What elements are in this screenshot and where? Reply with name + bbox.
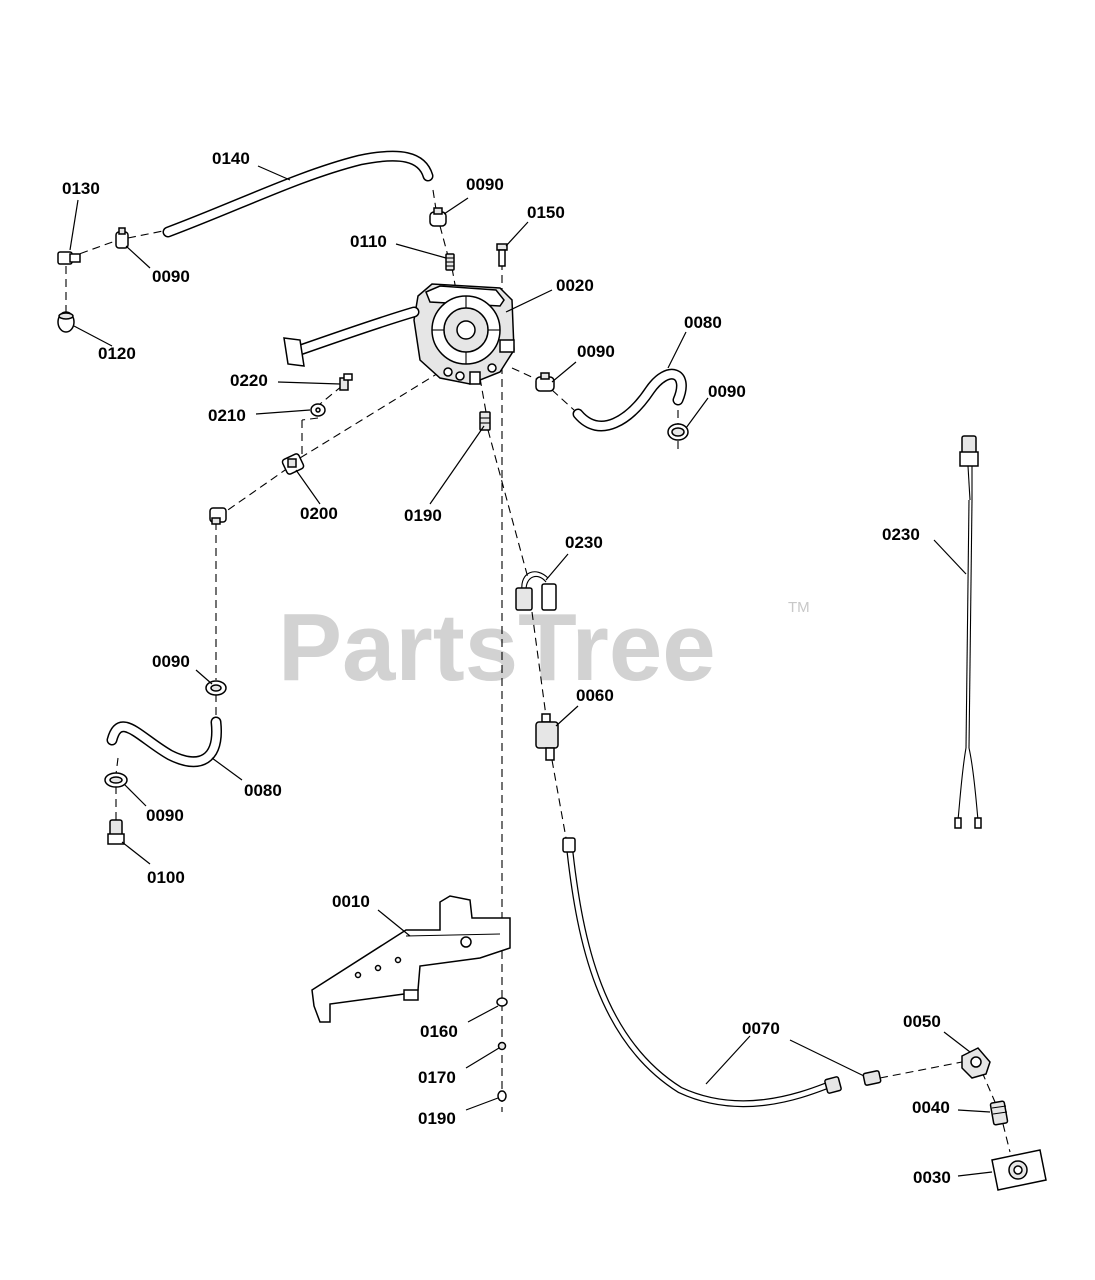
cap-0120: [57, 311, 75, 333]
fuel-hose-0070: [562, 837, 842, 1108]
mounting-bracket-0010: [311, 895, 511, 1023]
elbow-fitting-0130: [57, 251, 81, 265]
wire-harness-0230-b: [954, 435, 982, 829]
watermark-trademark: TM: [788, 599, 810, 616]
label-0040: 0040: [912, 1098, 950, 1117]
fuel-filter-0060: [535, 713, 559, 761]
elbow-fitting-0050: [961, 1047, 991, 1079]
regulator-0020: [413, 283, 515, 385]
label-0140: 0140: [212, 149, 250, 168]
hose-clamp-0090-b: [429, 207, 447, 227]
hose-clamp-0090-f: [104, 772, 128, 788]
label-0170: 0170: [418, 1068, 456, 1087]
assembly-lines: [65, 189, 1011, 1153]
label-0220: 0220: [230, 371, 268, 390]
label-0080-b: 0080: [244, 781, 282, 800]
hose-clamp-0090-a: [115, 227, 129, 249]
label-0030: 0030: [913, 1168, 951, 1187]
label-0090-b: 0090: [466, 175, 504, 194]
lockwasher-0170: [497, 1041, 507, 1051]
nut-0210: [310, 403, 326, 417]
fitting-0100: [107, 819, 125, 845]
label-0230-b: 0230: [882, 525, 920, 544]
label-0090-f: 0090: [146, 806, 184, 825]
label-0190-b: 0190: [418, 1109, 456, 1128]
label-0150: 0150: [527, 203, 565, 222]
leader-lines: [69, 165, 993, 1177]
label-0130: 0130: [62, 179, 100, 198]
label-0190-a: 0190: [404, 506, 442, 525]
harness-connector-0230-a: [515, 571, 557, 611]
label-0230-a: 0230: [565, 533, 603, 552]
fitting-0220: [339, 373, 353, 391]
regulator-outlet-hose: [283, 306, 420, 367]
label-0070: 0070: [742, 1019, 780, 1038]
label-0050: 0050: [903, 1012, 941, 1031]
fuel-hose-0140: [162, 150, 434, 238]
watermark: PartsTree: [278, 594, 716, 701]
label-0090-e: 0090: [152, 652, 190, 671]
fitting-0040: [989, 1100, 1009, 1126]
nut-0190-b: [497, 1090, 507, 1102]
label-0010: 0010: [332, 892, 370, 911]
fitting-0070-end: [862, 1070, 882, 1086]
label-0210: 0210: [208, 406, 246, 425]
bolt-0150: [496, 243, 508, 267]
label-0200: 0200: [300, 504, 338, 523]
washer-0160: [496, 997, 508, 1007]
part-labels: 0140 0130 0090 0090 0150 0110 0020 0080 …: [62, 149, 951, 1187]
mounting-plate-0030: [991, 1149, 1047, 1191]
label-0100: 0100: [147, 868, 185, 887]
hose-0080-a: [572, 368, 687, 432]
label-0060: 0060: [576, 686, 614, 705]
hose-clamp-0090-d: [667, 423, 689, 441]
elbow-fitting-left: [209, 507, 227, 525]
hose-clamp-0090-c: [535, 372, 555, 392]
label-0080-a: 0080: [684, 313, 722, 332]
hose-0080-b: [106, 716, 222, 768]
fitting-0190-a: [479, 411, 491, 431]
label-0090-a: 0090: [152, 267, 190, 286]
label-0020: 0020: [556, 276, 594, 295]
hose-clamp-0090-e: [205, 680, 227, 696]
label-0090-c: 0090: [577, 342, 615, 361]
label-0090-d: 0090: [708, 382, 746, 401]
label-0160: 0160: [420, 1022, 458, 1041]
fitting-0110: [445, 253, 455, 271]
label-0120: 0120: [98, 344, 136, 363]
tee-fitting-0200: [281, 453, 305, 475]
label-0110: 0110: [350, 232, 387, 251]
